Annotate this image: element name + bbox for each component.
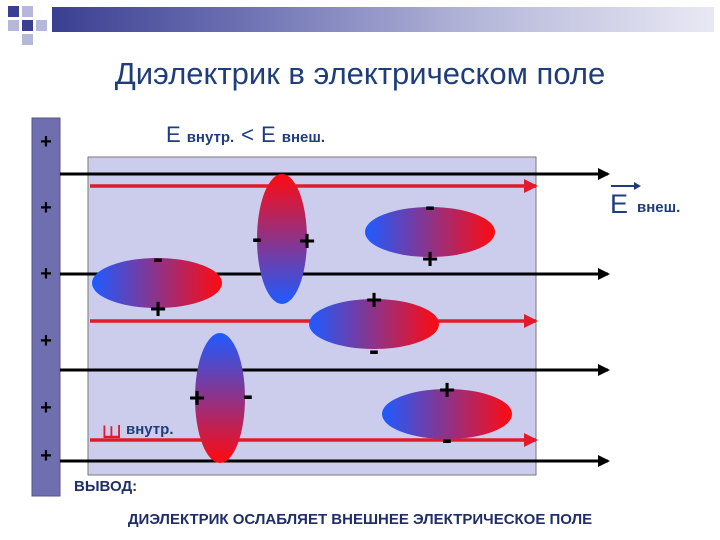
plate-charge: + (40, 397, 52, 419)
header-square (22, 20, 33, 31)
dipole-molecule (257, 174, 307, 304)
conclusion-label: ВЫВОД: (74, 478, 138, 495)
dipole-molecule (309, 299, 439, 349)
relation-symbol-external: Е (261, 122, 276, 147)
dipole-positive-sign: + (189, 382, 205, 413)
dipole-positive-sign: + (439, 374, 455, 405)
external-field-subscript: внеш. (637, 199, 680, 216)
relation-operator: < (241, 122, 254, 147)
dipole-positive-sign: + (366, 284, 382, 315)
dipole-negative-sign: - (369, 334, 379, 367)
plate-charge: + (40, 263, 52, 285)
relation-sub-external: внеш. (282, 129, 325, 146)
internal-field-subscript: внутр. (126, 421, 173, 438)
dipole-positive-sign: + (422, 243, 438, 274)
dipole-negative-sign: - (243, 379, 253, 412)
dipole-molecule (365, 207, 495, 257)
dipole-molecule (195, 333, 245, 463)
dipole-negative-sign: - (442, 423, 452, 456)
plate-charge: + (40, 197, 52, 219)
relation-symbol-internal: Е (166, 122, 181, 147)
dipole-negative-sign: - (425, 190, 435, 223)
dipole-negative-sign: - (153, 242, 163, 275)
internal-field-symbol: Е (99, 424, 126, 440)
vector-arrowhead-external (634, 182, 641, 190)
plate-charge: + (40, 131, 52, 153)
dipole-negative-sign: - (252, 222, 262, 255)
page-title: Диэлектрик в электрическом поле (114, 56, 606, 91)
header-square (22, 34, 33, 45)
header-square (8, 20, 19, 31)
relation-sub-internal: внутр. (187, 129, 234, 146)
charged-plate (31, 117, 61, 497)
plate-charge: + (40, 445, 52, 467)
dipole-positive-sign: + (299, 225, 315, 256)
dipole-molecule (92, 258, 222, 308)
header-bar (52, 7, 714, 32)
dipole-molecule (382, 389, 512, 439)
header-square (8, 6, 19, 17)
conclusion-text: ДИЭЛЕКТРИК ОСЛАБЛЯЕТ ВНЕШНЕЕ ЭЛЕКТРИЧЕСК… (127, 511, 593, 528)
header-square (36, 20, 47, 31)
plate-charge: + (40, 330, 52, 352)
external-field-symbol: Е (610, 189, 628, 219)
header-square (22, 6, 33, 17)
dipole-positive-sign: + (150, 293, 166, 324)
